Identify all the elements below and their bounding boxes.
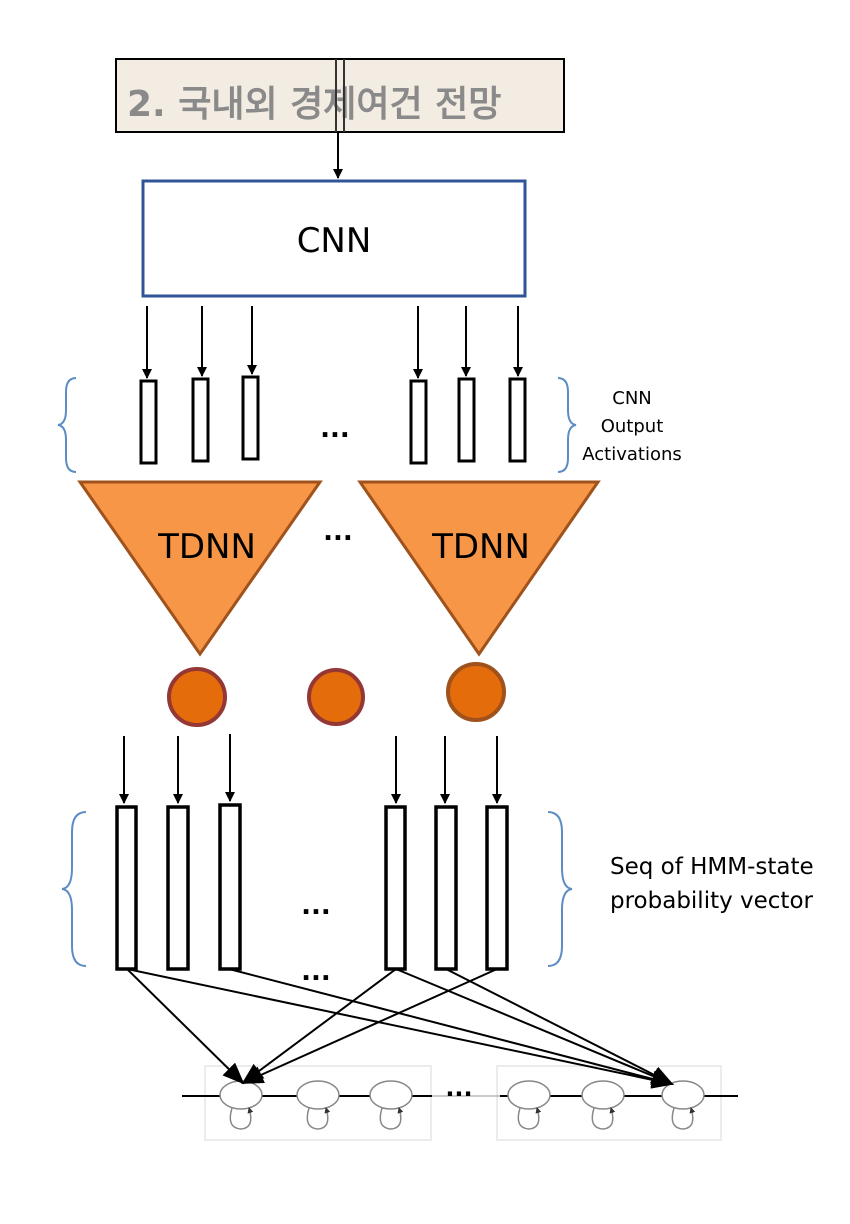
tdnn-output-node-2 [307, 668, 365, 726]
tdnn-output-nodes [167, 662, 506, 727]
cnn-block: CNN [141, 179, 527, 298]
activation-vector-6 [508, 377, 527, 463]
cnn-label: CNN [297, 221, 372, 261]
hmm-states [219, 1080, 705, 1130]
align-arrow-v6-s1 [241, 968, 498, 1084]
hmm-vector-label-line2: probability vector [610, 888, 814, 914]
hmm-state-3 [369, 1080, 413, 1130]
align-arrow-v1-s1 [126, 968, 245, 1085]
activation-vector-2 [191, 377, 210, 463]
activation-vector-5 [457, 377, 476, 463]
hmm-brace-right [547, 811, 573, 967]
hmm-brace-left [61, 811, 87, 967]
cnn-output-label-line3: Activations [582, 444, 682, 465]
activation-vector-1 [139, 379, 158, 465]
hmm-chain-ellipsis: ... [445, 1074, 472, 1102]
align-arrow-v5-s6 [445, 968, 674, 1085]
hmm-chain-frame-right [496, 1065, 722, 1141]
hmm-state-6 [661, 1080, 705, 1130]
hmm-state-2 [296, 1080, 340, 1130]
tdnn-ellipsis: ... [323, 517, 353, 547]
hmm-vector-4 [384, 805, 407, 971]
cnn-output-label: CNN Output Activations [582, 388, 682, 465]
hmm-probability-vectors [115, 803, 509, 971]
tdnn-output-node-3 [446, 662, 506, 722]
align-arrow-v3-s6 [228, 968, 674, 1088]
align-arrow-v4-s6 [395, 968, 674, 1085]
tdnn-left-label: TDNN [157, 527, 256, 567]
hmm-vector-6 [485, 805, 509, 971]
hmm-vector-2 [166, 805, 190, 971]
align-arrow-v1-s6 [126, 968, 674, 1089]
hmm-state-5 [581, 1080, 625, 1130]
hmm-input-arrows [119, 734, 502, 804]
hmm-vector-ellipsis-low: ... [301, 957, 331, 987]
hmm-vector-label: Seq of HMM-state probability vector [610, 854, 814, 914]
cnn-output-label-line1: CNN [612, 388, 652, 409]
hmm-state-1 [219, 1080, 263, 1130]
activation-vector-3 [241, 375, 260, 461]
hmm-vector-5 [434, 805, 458, 971]
cnn-activation-vectors [139, 375, 527, 465]
activation-vector-4 [409, 379, 428, 465]
activation-ellipsis: ... [320, 414, 350, 444]
tdnn-output-node-1 [167, 667, 227, 727]
activation-brace-left [57, 377, 77, 473]
cnn-output-arrows [142, 306, 523, 379]
tdnn-left: TDNN [77, 480, 323, 657]
tdnn-right-label: TDNN [431, 527, 530, 567]
hmm-chain-frame-left [204, 1065, 432, 1141]
input-text-image: 2. 국내외 경제여건 전망 [115, 58, 565, 133]
cnn-output-label-line2: Output [601, 416, 664, 437]
hmm-vector-label-line1: Seq of HMM-state [610, 854, 814, 880]
input-text: 2. 국내외 경제여건 전망 [127, 84, 501, 125]
align-arrow-v4-s1 [241, 968, 397, 1085]
hmm-vector-3 [218, 803, 242, 971]
hmm-state-4 [507, 1080, 551, 1130]
alignment-arrows [126, 968, 674, 1089]
activation-brace-right [557, 377, 577, 473]
hmm-vector-ellipsis-mid: ... [301, 891, 331, 921]
hmm-vector-1 [115, 805, 138, 971]
tdnn-right: TDNN [357, 480, 601, 657]
